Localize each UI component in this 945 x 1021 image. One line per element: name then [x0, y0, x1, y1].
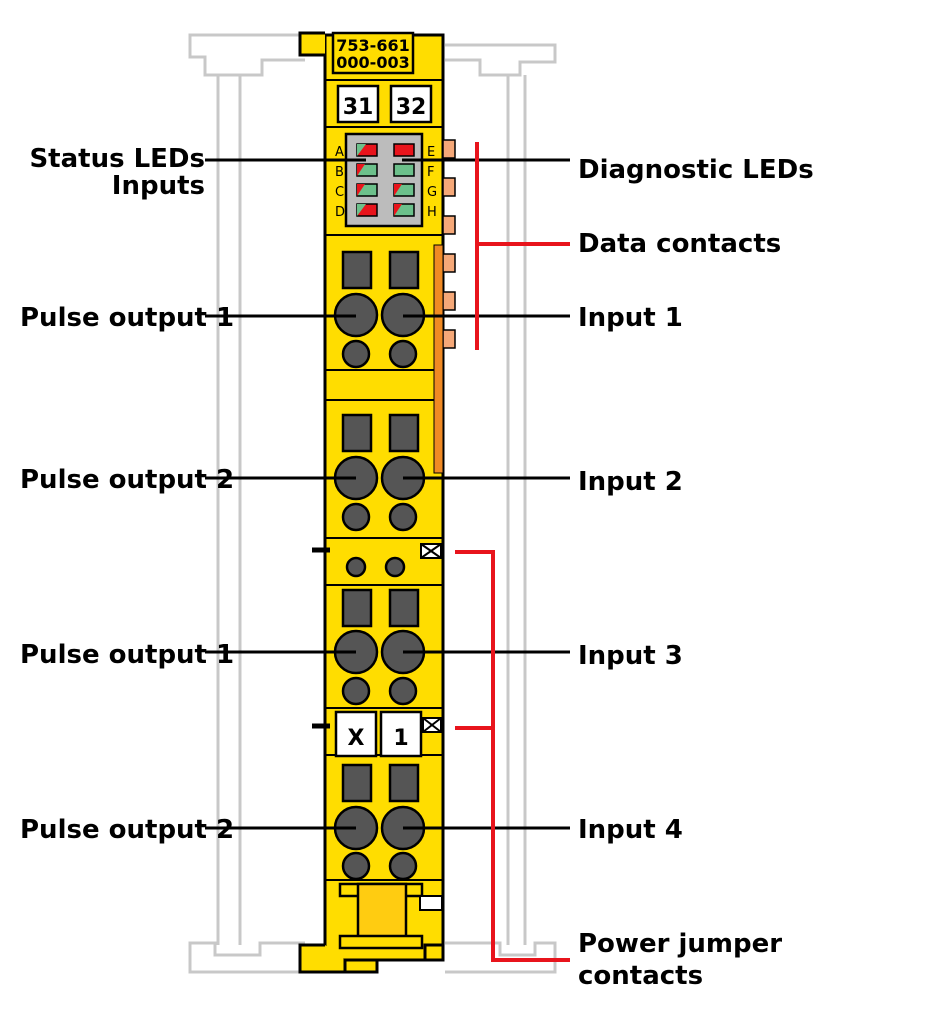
marker-31: 31 [343, 95, 374, 120]
module-section-dividers [325, 79, 443, 881]
marker-32: 32 [396, 95, 427, 120]
callout-labels: Status LEDs Inputs Diagnostic LEDs Data … [20, 144, 814, 991]
label-status-leds: Status LEDs [29, 144, 205, 174]
middle-markers: X 1 [312, 710, 442, 758]
label-input-2: Input 2 [578, 467, 683, 497]
led-h [393, 203, 415, 217]
data-contacts [442, 139, 456, 349]
led-d [356, 203, 378, 217]
label-input-1: Input 1 [578, 303, 683, 333]
led-letter-b: B [335, 165, 344, 180]
label-status-leds-inputs: Inputs [112, 171, 205, 201]
label-pulse-output-2a: Pulse output 2 [20, 465, 234, 495]
led-panel: A B C D E F G H [335, 132, 437, 228]
bottom-latch-tab [343, 958, 379, 974]
led-a [356, 143, 378, 157]
part-number-line2: 000-003 [336, 53, 409, 72]
label-pulse-output-1a: Pulse output 1 [20, 303, 234, 333]
label-power-jumper: Power jumper [578, 929, 782, 959]
part-number-line1: 753-661 [336, 36, 409, 55]
label-pulse-output-2b: Pulse output 2 [20, 815, 234, 845]
terminal-group-3 [333, 588, 426, 706]
led-letter-e: E [427, 145, 435, 160]
data-contact-strip [433, 244, 444, 474]
led-letter-h: H [427, 205, 437, 220]
leader-lines [205, 158, 570, 830]
din-rail-outline [188, 33, 557, 974]
terminal-group-1 [333, 250, 426, 369]
top-latch [298, 31, 325, 57]
part-number-tag: 753-661 000-003 [331, 31, 415, 75]
terminal-group-2 [333, 413, 426, 532]
led-letter-f: F [427, 165, 434, 180]
label-pulse-output-1b: Pulse output 1 [20, 640, 234, 670]
led-letter-c: C [335, 185, 344, 200]
led-e [393, 143, 415, 157]
top-markers: 31 32 [336, 84, 433, 124]
led-letter-a: A [335, 145, 344, 160]
marker-1: 1 [393, 726, 408, 751]
label-input-4: Input 4 [578, 815, 683, 845]
label-diagnostic-leds: Diagnostic LEDs [578, 155, 814, 185]
marker-x: X [348, 726, 365, 751]
power-jumper-section-top [312, 543, 442, 578]
label-data-contacts: Data contacts [578, 229, 781, 259]
led-g [393, 183, 415, 197]
terminal-group-4 [333, 763, 426, 881]
led-b [356, 163, 378, 177]
release-tab [338, 882, 443, 950]
led-f [393, 163, 415, 177]
led-c [356, 183, 378, 197]
label-input-3: Input 3 [578, 641, 683, 671]
label-power-jumper-contacts: contacts [578, 961, 703, 991]
led-letter-d: D [335, 205, 345, 220]
red-brackets [455, 142, 570, 962]
led-letter-g: G [427, 185, 437, 200]
